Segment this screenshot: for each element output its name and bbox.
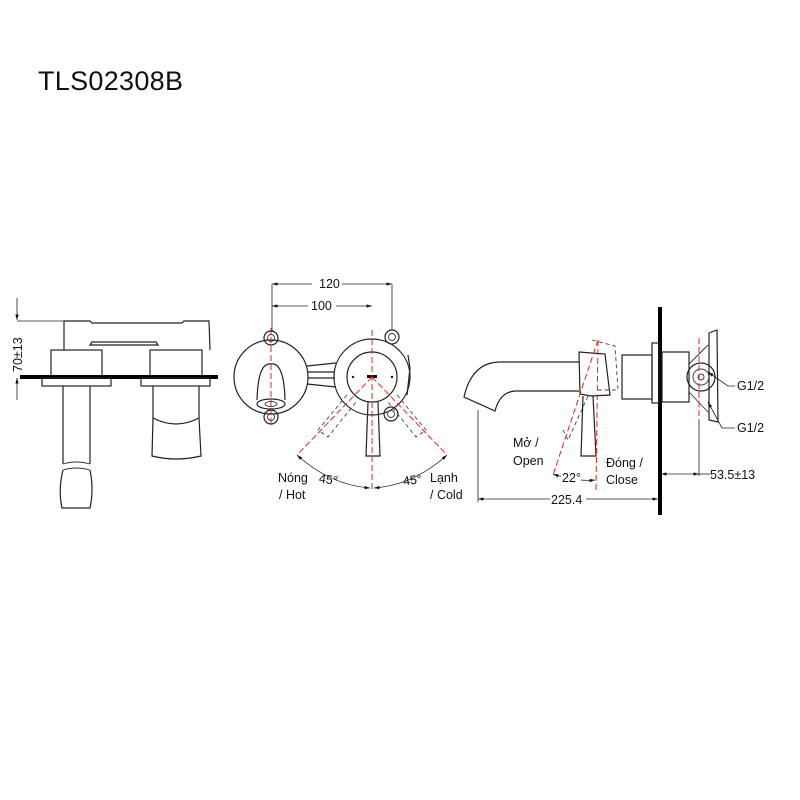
inlet-fitting [686,362,716,392]
spout-body [63,320,211,351]
thread-label-top: G1/2 [737,379,764,393]
dim-120: 120 [319,277,340,291]
open-label-en: Open [513,454,544,468]
height-dim-label: 70±13 [11,337,25,372]
hot-label-vi: Nóng [278,471,308,485]
front-view: 120 100 45° 45° Nóng / Hot Lạnh / C [233,276,463,502]
thread-label-bottom: G1/2 [737,421,764,435]
model-number-title: TLS02308B [38,66,184,96]
close-label-en: Close [606,473,638,487]
spout-profile [463,361,579,412]
angle-22: 22° [562,471,581,485]
mounting-plate [708,329,719,423]
close-label-vi: Đóng / [606,456,643,470]
handle-body [578,351,611,397]
angle-hot: 45° [318,472,339,488]
spout-tip [59,469,93,509]
cartridge [151,417,202,460]
hot-label-en: / Hot [279,488,306,502]
lever-handle [365,401,381,457]
angle-cold: 45° [402,472,423,488]
cold-label-en: / Cold [430,488,463,502]
valve-base [149,349,203,378]
spout-base [50,349,103,378]
side-view: 70±13 [11,298,218,509]
cold-label-vi: Lạnh [430,471,458,485]
projection-dim-label: 225.4 [551,493,582,507]
dim-100: 100 [311,299,332,313]
profile-view: G1/2 G1/2 53.5±13 225.4 22° Mở / Open Đó… [463,307,764,515]
open-label-vi: Mở / [513,436,539,450]
depth-dim-label: 53.5±13 [710,468,755,482]
